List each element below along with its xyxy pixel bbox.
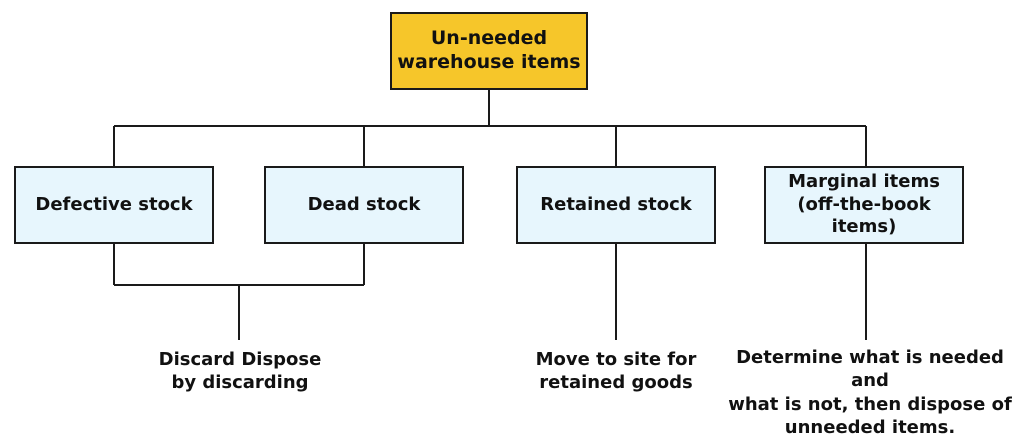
node-dead-label: Dead stock	[307, 193, 421, 215]
root-node-unneeded-warehouse-items: Un-needed warehouse items	[390, 12, 588, 90]
outcome-determine-line-2: what is not, then dispose of	[728, 393, 1012, 415]
node-marginal-label-line-1: Marginal items	[788, 171, 940, 193]
warehouse-items-diagram: Un-needed warehouse items Defective stoc…	[14, 12, 1012, 438]
outcome-move-line-1: Move to site for	[535, 349, 697, 370]
outcome-discard-line-1: Discard Dispose	[158, 349, 322, 370]
outcome-move-retained: Move to site for retained goods	[510, 348, 722, 395]
node-retained-label: Retained stock	[540, 193, 692, 215]
root-label-line-1: Un-needed	[430, 27, 548, 50]
outcome-discard: Discard Dispose by discarding	[130, 348, 350, 395]
outcome-determine-line-1: Determine what is needed and	[736, 347, 1004, 392]
outcome-discard-line-2: by discarding	[171, 372, 309, 394]
node-retained-stock: Retained stock	[516, 166, 716, 244]
outcome-determine-line-3: unneeded items.	[784, 417, 956, 439]
node-marginal-items: Marginal items (off-the-book items)	[764, 166, 964, 244]
outcome-determine-needed: Determine what is needed and what is not…	[720, 346, 1020, 440]
node-defective-label: Defective stock	[35, 193, 193, 215]
root-label-line-2: warehouse items	[397, 51, 581, 73]
node-marginal-label-line-2: (off-the-book items)	[797, 193, 931, 238]
node-dead-stock: Dead stock	[264, 166, 464, 244]
outcome-move-line-2: retained goods	[539, 372, 693, 394]
connector-lines	[113, 90, 867, 340]
node-defective-stock: Defective stock	[14, 166, 214, 244]
